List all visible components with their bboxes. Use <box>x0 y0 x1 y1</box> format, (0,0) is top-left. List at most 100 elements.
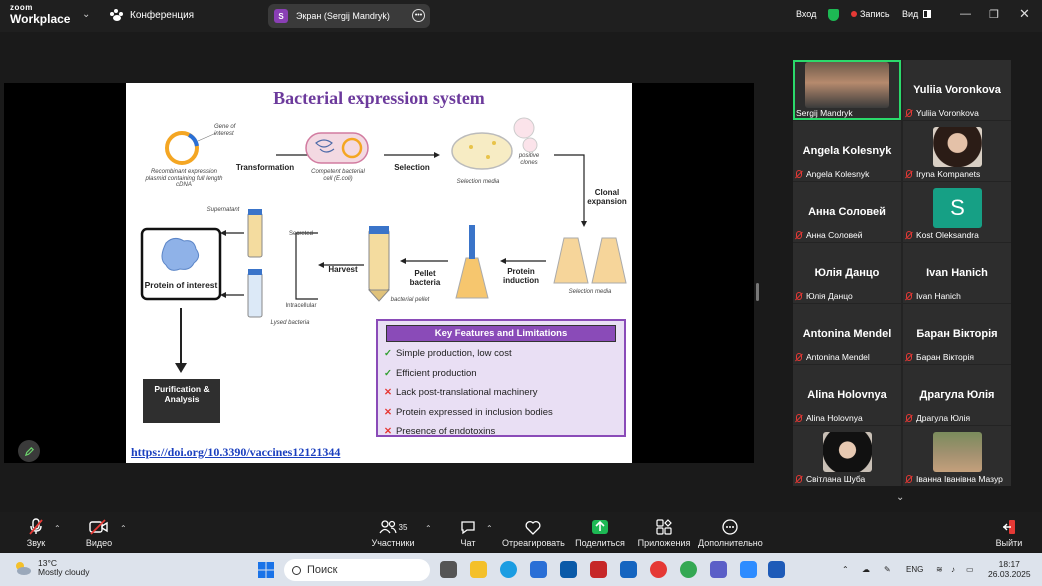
audio-button[interactable]: Звук <box>20 518 52 548</box>
tray-expand-icon[interactable]: ⌃ <box>842 565 849 574</box>
participant-name-label: Ivan Hanich <box>906 291 961 301</box>
screen-share-label: Экран (Sergij Mandryk) <box>296 11 390 21</box>
pellet-label: Pellet bacteria <box>409 269 441 288</box>
more-icon[interactable]: ••• <box>412 9 425 22</box>
zoom-logo[interactable]: zoom Workplace <box>10 4 71 26</box>
participant-video <box>933 432 982 472</box>
mic-muted-icon <box>906 170 912 178</box>
pen-tray-icon[interactable]: ✎ <box>884 565 891 574</box>
feature-text: Simple production, low cost <box>395 348 512 359</box>
leave-button[interactable]: Выйти <box>994 518 1024 548</box>
sharer-badge: S <box>274 9 288 23</box>
meeting-toolbar: Звук ⌃ Видео ⌃ 35 Участники ⌃ Чат ⌃ <box>0 512 1042 552</box>
participant-name: Світлана Шуба <box>806 474 866 484</box>
mic-muted-icon <box>906 231 912 239</box>
panel-resize-handle[interactable] <box>756 283 759 301</box>
windows-taskbar: 13°C Mostly cloudy Поиск ⌃ ☁ ✎ ENG ≋ ♪ ▭ <box>0 553 1042 586</box>
react-button[interactable]: Отреагировать <box>502 518 565 548</box>
windows-start-icon[interactable] <box>258 562 274 583</box>
participants-button[interactable]: 35 Участники <box>370 518 416 548</box>
dell-icon[interactable] <box>560 561 577 578</box>
zoom-taskbar-icon[interactable] <box>740 561 757 578</box>
participant-name: Баран Вікторія <box>916 352 974 362</box>
screen-share-pill[interactable]: S Экран (Sergij Mandryk) ••• <box>268 4 430 28</box>
chat-caret-icon[interactable]: ⌃ <box>486 524 493 533</box>
participant-name: Юлія Данцо <box>806 291 853 301</box>
participant-name-label: Kost Oleksandra <box>906 230 979 240</box>
store-icon[interactable] <box>530 561 547 578</box>
participant-display-name: Драгула Юлія <box>919 389 995 401</box>
participant-name-label: Баран Вікторія <box>906 352 974 362</box>
meeting-info[interactable]: Конференция <box>110 9 194 21</box>
doi-link[interactable]: https://doi.org/10.3390/vaccines12121344 <box>131 445 341 459</box>
weather-widget[interactable]: 13°C Mostly cloudy <box>12 558 90 578</box>
lysed-label: Lysed bacteria <box>270 320 310 326</box>
participant-display-name: Antonina Mendel <box>802 328 892 340</box>
wifi-icon[interactable]: ≋ <box>936 565 943 574</box>
teams-icon[interactable] <box>710 561 727 578</box>
share-button[interactable]: Поделиться <box>574 518 626 548</box>
participant-name: Анна Соловей <box>806 230 863 240</box>
outlook-icon[interactable] <box>620 561 637 578</box>
competent-label: Competent bacterial cell (E.coli) <box>311 169 365 182</box>
feature-text: Efficient production <box>395 367 477 379</box>
video-button[interactable]: Видео <box>82 518 116 548</box>
participant-tile[interactable]: Світлана Шуба <box>793 426 901 486</box>
annotate-pen-icon[interactable] <box>18 440 40 462</box>
maximize-icon[interactable]: ❐ <box>989 9 999 21</box>
view-button[interactable]: Вид <box>902 9 932 19</box>
language-indicator[interactable]: ENG <box>906 565 924 574</box>
participant-tile[interactable]: Iryna Kompanets <box>903 121 1011 181</box>
opera-icon[interactable] <box>650 561 667 578</box>
minimize-icon[interactable]: — <box>960 8 971 20</box>
participant-name: Yuliia Voronkova <box>916 108 979 118</box>
signin-button[interactable]: Вход <box>796 9 817 19</box>
taskbar-search[interactable]: Поиск <box>284 559 430 581</box>
edge-icon[interactable] <box>500 561 517 578</box>
selection-media-label-2: Selection media <box>568 289 612 295</box>
task-view-icon[interactable] <box>440 561 457 578</box>
apps-button[interactable]: Приложения <box>636 518 692 548</box>
participants-caret-icon[interactable]: ⌃ <box>425 524 432 533</box>
audio-options-caret-icon[interactable]: ⌃ <box>54 524 61 533</box>
taskbar-clock[interactable]: 18:17 26.03.2025 <box>988 559 1031 579</box>
video-options-caret-icon[interactable]: ⌃ <box>120 524 127 533</box>
security-app-icon[interactable] <box>590 561 607 578</box>
petri-dish-icon <box>451 132 513 170</box>
chevron-down-icon[interactable]: ⌄ <box>82 9 91 20</box>
participants-icon: 35 <box>370 518 416 536</box>
chat-button[interactable]: Чат <box>454 518 482 548</box>
chrome-icon[interactable] <box>680 561 697 578</box>
weather-temp: 13°C <box>38 558 57 568</box>
battery-icon[interactable]: ▭ <box>966 565 974 574</box>
induction-flask-icon <box>455 257 489 299</box>
bacterium-icon <box>305 132 369 164</box>
file-explorer-icon[interactable] <box>470 561 487 578</box>
volume-icon[interactable]: ♪ <box>951 565 955 574</box>
scroll-down-chevron-icon[interactable]: ⌄ <box>896 492 905 503</box>
shield-icon[interactable] <box>828 9 839 21</box>
participant-tile[interactable]: Sergij Mandryk <box>793 60 901 120</box>
onedrive-icon[interactable]: ☁ <box>862 565 870 574</box>
word-icon[interactable] <box>768 561 785 578</box>
more-button[interactable]: Дополнительно <box>698 518 763 548</box>
features-title: Key Features and Limitations <box>386 325 616 342</box>
participant-video <box>805 62 889 108</box>
participant-tile[interactable]: Іванна Іванівна Мазур <box>903 426 1011 486</box>
record-button[interactable]: Запись <box>851 9 890 19</box>
logo-bottom: Workplace <box>10 12 71 26</box>
close-icon[interactable]: ✕ <box>1019 6 1030 21</box>
mic-muted-icon <box>906 292 912 300</box>
feature-text: Lack post-translational machinery <box>395 387 538 398</box>
participant-display-name: Yuliia Voronkova <box>913 84 1001 96</box>
